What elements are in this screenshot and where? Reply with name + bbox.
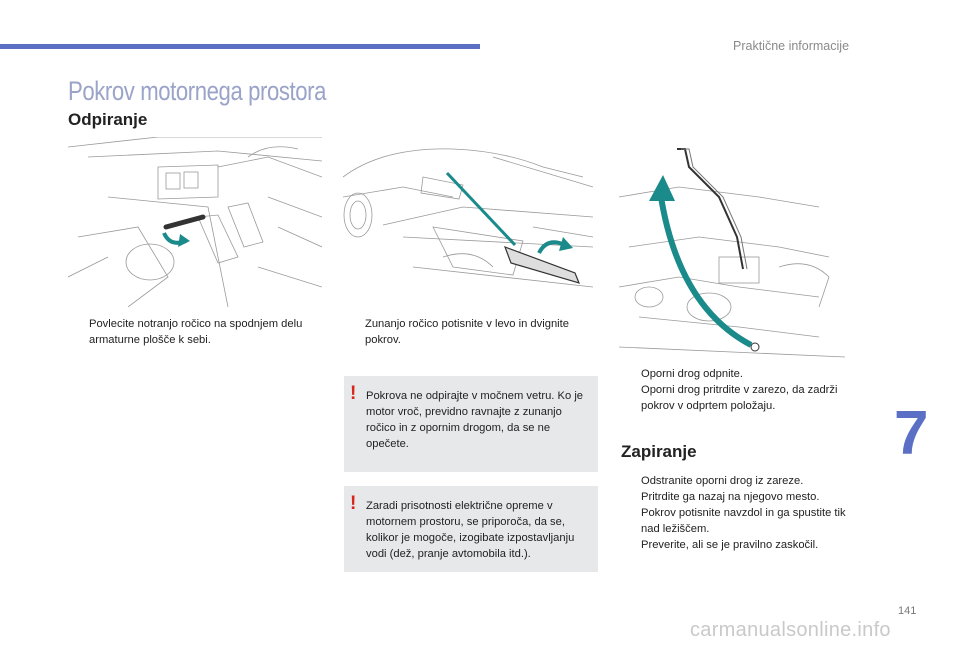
- step-text: Zunanjo ročico potisnite v levo in dvign…: [365, 318, 569, 346]
- list-item: Oporni drog odpnite.: [621, 366, 857, 382]
- interior-release-lever-illustration: [68, 137, 322, 307]
- warning-icon: !: [350, 493, 357, 514]
- section-title: Praktične informacije: [733, 39, 850, 53]
- step-text: Odstranite oporni drog iz zareze.: [641, 475, 804, 487]
- electrical-warning: ! Zaradi prisotnosti električne opreme v…: [344, 486, 598, 572]
- list-item: Zunanjo ročico potisnite v levo in dvign…: [345, 316, 597, 348]
- watermark: carmanualsonline.info: [690, 619, 891, 641]
- hot-engine-warning: ! Pokrova ne odpirajte v močnem vetru. K…: [344, 376, 598, 472]
- step-text: Povlecite notranjo ročico na spodnjem de…: [89, 318, 303, 346]
- opening-step-1: Povlecite notranjo ročico na spodnjem de…: [69, 316, 323, 348]
- step-text: Preverite, ali se je pravilno zaskočil.: [641, 539, 819, 551]
- closing-steps: Odstranite oporni drog iz zareze. Pritrd…: [621, 473, 861, 553]
- warning-text: Pokrova ne odpirajte v močnem vetru. Ko …: [366, 390, 584, 450]
- list-item: Pokrov potisnite navzdol in ga spustite …: [621, 505, 861, 537]
- page-number: 141: [898, 605, 917, 617]
- list-item: Pritrdite ga nazaj na njegovo mesto.: [621, 489, 861, 505]
- chapter-number: 7: [894, 399, 929, 468]
- warning-text: Zaradi prisotnosti električne opreme v m…: [366, 500, 575, 560]
- page-title: Pokrov motornega prostora: [68, 76, 327, 106]
- exterior-release-lever-illustration: [343, 148, 594, 288]
- step-text: Pritrdite ga nazaj na njegovo mesto.: [641, 491, 820, 503]
- list-item: Odstranite oporni drog iz zareze.: [621, 473, 861, 489]
- step-text: Oporni drog odpnite.: [641, 368, 743, 380]
- header-accent-bar: [0, 44, 480, 49]
- opening-heading: Odpiranje: [68, 110, 148, 129]
- step-text: Oporni drog pritrdite v zarezo, da zadrž…: [641, 384, 838, 412]
- list-item: Povlecite notranjo ročico na spodnjem de…: [69, 316, 323, 348]
- list-item: Oporni drog pritrdite v zarezo, da zadrž…: [621, 382, 857, 414]
- closing-heading: Zapiranje: [621, 442, 697, 461]
- list-item: Preverite, ali se je pravilno zaskočil.: [621, 537, 861, 553]
- opening-step-3: Oporni drog odpnite. Oporni drog pritrdi…: [621, 366, 857, 414]
- step-text: Pokrov potisnite navzdol in ga spustite …: [641, 507, 846, 535]
- warning-icon: !: [350, 383, 357, 404]
- support-rod-illustration: [619, 148, 845, 358]
- opening-step-2: Zunanjo ročico potisnite v levo in dvign…: [345, 316, 597, 348]
